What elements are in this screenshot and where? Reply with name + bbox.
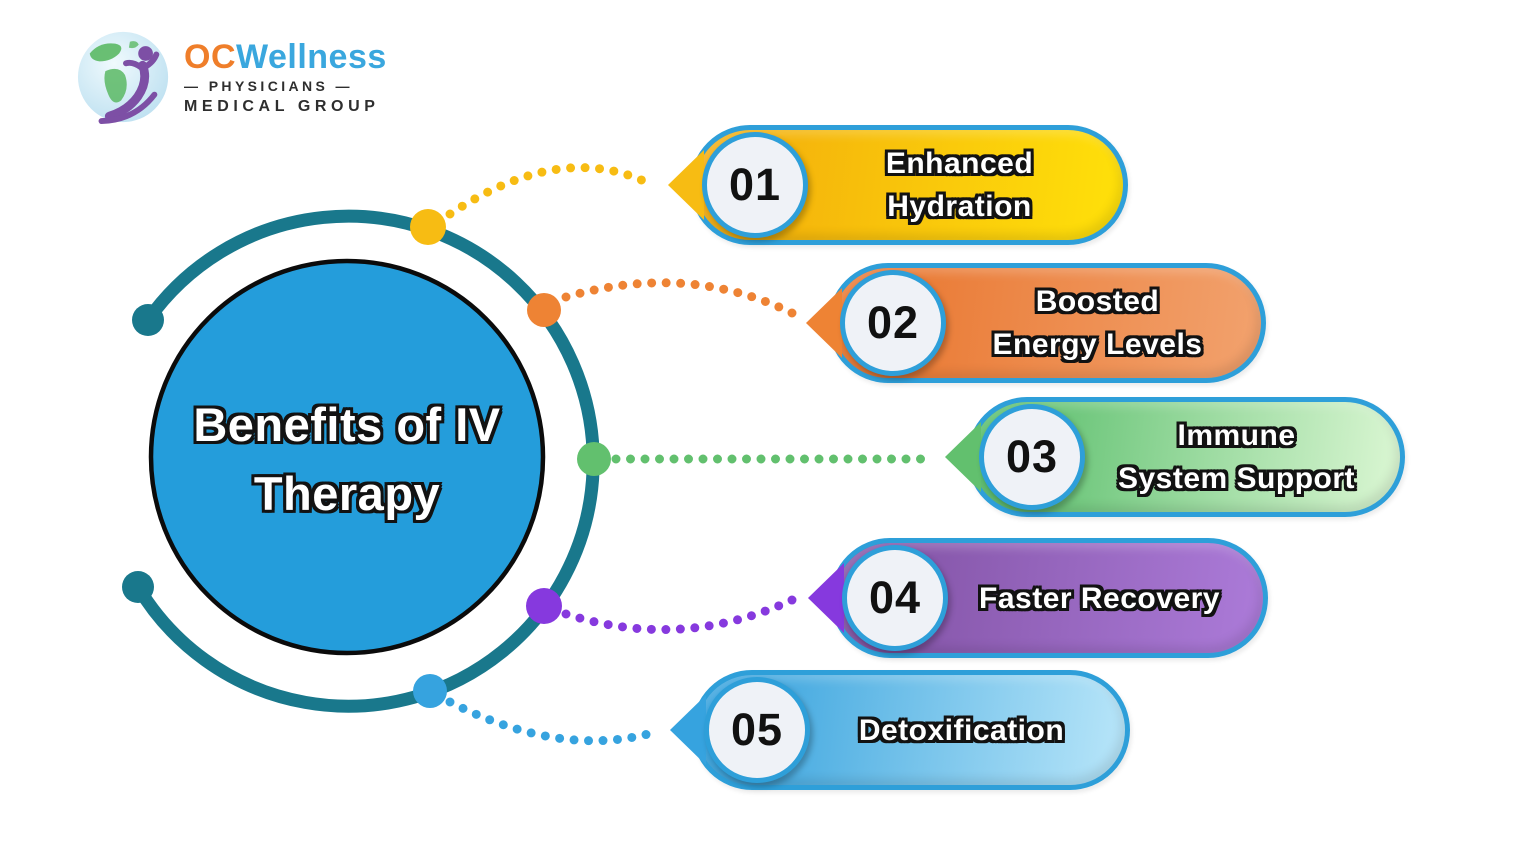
benefit-5-number-badge: 05: [704, 677, 810, 783]
logo-wellness-text: Wellness: [236, 37, 387, 76]
logo-text: OCWellness — PHYSICIANS — MEDICAL GROUP: [184, 39, 387, 116]
anchor-dot-5: [413, 674, 447, 708]
benefit-4-number: 04: [868, 572, 922, 623]
connector-2-dotted-line: [561, 278, 797, 318]
logo-physicians-text: — PHYSICIANS —: [184, 77, 353, 94]
benefit-5-label: Detoxification: [810, 709, 1125, 752]
brand-logo: OCWellness — PHYSICIANS — MEDICAL GROUP: [76, 28, 387, 126]
benefit-2-label: Boosted Energy Levels: [946, 280, 1261, 366]
logo-oc-text: OC: [184, 37, 236, 76]
anchor-dot-1: [410, 209, 446, 245]
benefit-2-label-line2: Energy Levels: [992, 328, 1203, 361]
benefit-3-label-line2: System Support: [1117, 462, 1356, 495]
benefit-5-label-line1: Detoxification: [858, 713, 1065, 747]
pill-3-pointer-arrow: [945, 422, 981, 492]
globe-logo-icon: [77, 31, 169, 125]
benefit-3-number-badge: 03: [979, 404, 1085, 510]
benefit-1-label-line1: Enhanced: [885, 147, 1034, 180]
connector-4-dotted-line: [561, 595, 797, 635]
benefit-4-label: Faster Recovery: [948, 577, 1263, 620]
anchor-dot-2: [527, 293, 561, 327]
benefit-pill-3: 03 Immune System Support: [945, 397, 1405, 517]
pill-5-pointer-arrow: [670, 695, 706, 765]
benefit-1-number: 01: [728, 159, 782, 210]
ring-end-dot-bottom: [122, 571, 154, 603]
benefit-pill-5: 05 Detoxification: [670, 670, 1130, 790]
benefit-3-label-line1: Immune: [1177, 419, 1296, 452]
benefit-pill-1: 01 Enhanced Hydration: [668, 125, 1128, 245]
benefit-5-number: 05: [730, 704, 784, 755]
logo-brand-name: OCWellness: [184, 39, 387, 75]
central-title-line1: Benefits of IV: [193, 398, 501, 451]
anchor-dot-3: [577, 442, 611, 476]
central-title-line2: Therapy: [253, 467, 441, 520]
pill-4-pointer-arrow: [808, 563, 844, 633]
connector-5-dotted-line: [445, 697, 657, 746]
benefit-2-number-badge: 02: [840, 270, 946, 376]
ring-end-dot-top: [132, 304, 164, 336]
benefit-3-label: Immune System Support: [1085, 414, 1400, 500]
benefit-1-label: Enhanced Hydration: [808, 142, 1123, 228]
connector-1-dotted-line: [445, 163, 655, 219]
central-title: Benefits of IV Therapy: [157, 390, 537, 528]
benefit-1-number-badge: 01: [702, 132, 808, 238]
benefit-pill-4: 04 Faster Recovery: [808, 538, 1268, 658]
pill-1-pointer-arrow: [668, 150, 704, 220]
benefit-3-number: 03: [1005, 431, 1059, 482]
benefit-4-label-line1: Faster Recovery: [979, 581, 1220, 615]
logo-medical-group-text: MEDICAL GROUP: [184, 97, 380, 115]
central-circle: [148, 258, 546, 656]
benefit-2-label-line1: Boosted: [1035, 285, 1160, 318]
benefit-1-label-line2: Hydration: [887, 190, 1032, 223]
benefit-2-number: 02: [866, 297, 920, 348]
anchor-dot-4: [526, 588, 562, 624]
benefit-pill-2: 02 Boosted Energy Levels: [806, 263, 1266, 383]
benefit-4-number-badge: 04: [842, 545, 948, 651]
pill-2-pointer-arrow: [806, 288, 842, 358]
